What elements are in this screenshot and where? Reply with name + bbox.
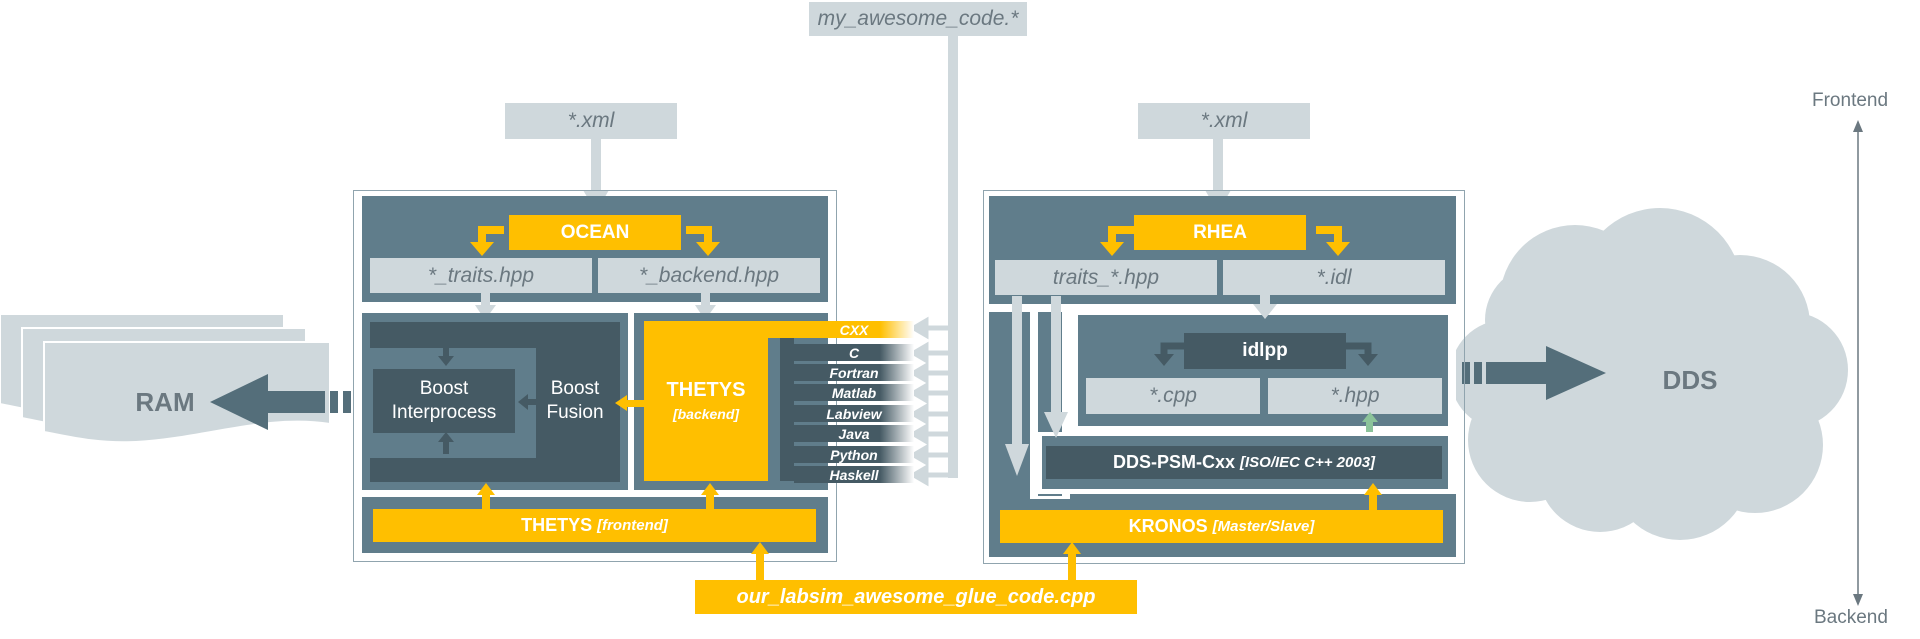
- hpp-gen-file: *.hpp: [1268, 378, 1442, 414]
- kronos-title: KRONOS: [1128, 516, 1208, 536]
- dds-psm-title: DDS-PSM-Cxx: [1112, 452, 1235, 472]
- thetys-frontend-block: THETYS [frontend]: [373, 509, 816, 542]
- axis-frontend-label: Frontend: [1812, 90, 1889, 111]
- glue-up-arrows: [751, 542, 1081, 580]
- language-branch-arrows: [909, 316, 953, 487]
- ocean-fork-arrows: [470, 226, 720, 256]
- thetys-backend-block: [644, 321, 768, 481]
- ocean-block: OCEAN: [509, 215, 681, 250]
- dds-cloud: [1450, 208, 1848, 540]
- traits-star-hpp-file: traits_*.hpp: [995, 260, 1217, 295]
- thetys-to-fusion-arrow: [615, 395, 645, 411]
- glue-code-file: our_labsim_awesome_glue_code.cpp: [695, 580, 1137, 614]
- thetys-backend-title: THETYS: [666, 378, 746, 401]
- frontend-backend-axis: [1853, 120, 1863, 606]
- ram-label: RAM: [135, 386, 195, 417]
- hpp-down-arrows: [475, 292, 716, 320]
- axis-backend-label: Backend: [1814, 607, 1888, 628]
- kronos-subtitle: [Master/Slave]: [1212, 518, 1315, 535]
- idlpp-arrows: [1154, 292, 1378, 366]
- dds-psm-subtitle: [ISO/IEC C++ 2003]: [1239, 454, 1376, 471]
- language-bus: [948, 36, 958, 478]
- idl-file: *.idl: [1223, 260, 1445, 295]
- ram-document-stack: [0, 313, 331, 444]
- boost-loop-arrows: [438, 346, 538, 454]
- thetys-frontend-subtitle: [frontend]: [597, 517, 668, 534]
- rhea-fork-arrows: [1100, 226, 1350, 256]
- xml-file-right: *.xml: [1138, 103, 1310, 139]
- my-awesome-code-file: my_awesome_code.*: [809, 2, 1027, 36]
- boost-fusion-label: Boost Fusion: [546, 378, 604, 423]
- idlpp-block: idlpp: [1184, 333, 1346, 369]
- cpp-file: *.cpp: [1086, 378, 1260, 414]
- right-stack-frame: [983, 190, 1465, 564]
- kronos-block: KRONOS [Master/Slave]: [1000, 510, 1443, 543]
- backend-hpp-file: *_backend.hpp: [598, 258, 820, 293]
- traits-and-hpp-arrows: [1005, 296, 1378, 476]
- traits-hpp-file: *_traits.hpp: [370, 258, 592, 293]
- thetys-backend-subtitle: [backend]: [672, 406, 740, 422]
- rhea-block: RHEA: [1134, 215, 1306, 250]
- boost-interprocess-block: Boost Interprocess: [373, 369, 515, 433]
- kronos-up-arrow: [1364, 483, 1382, 511]
- dds-arrow: [1462, 346, 1606, 400]
- lang-fade: [880, 318, 914, 486]
- dds-label: DDS: [1662, 364, 1718, 395]
- lang-stack-bar: [780, 338, 794, 481]
- xml-file-left: *.xml: [505, 103, 677, 139]
- frontend-up-arrows: [477, 483, 719, 511]
- dds-psm-block: DDS-PSM-Cxx [ISO/IEC C++ 2003]: [1046, 446, 1442, 479]
- thetys-frontend-title: THETYS: [521, 515, 593, 535]
- ram-arrow: [210, 374, 351, 430]
